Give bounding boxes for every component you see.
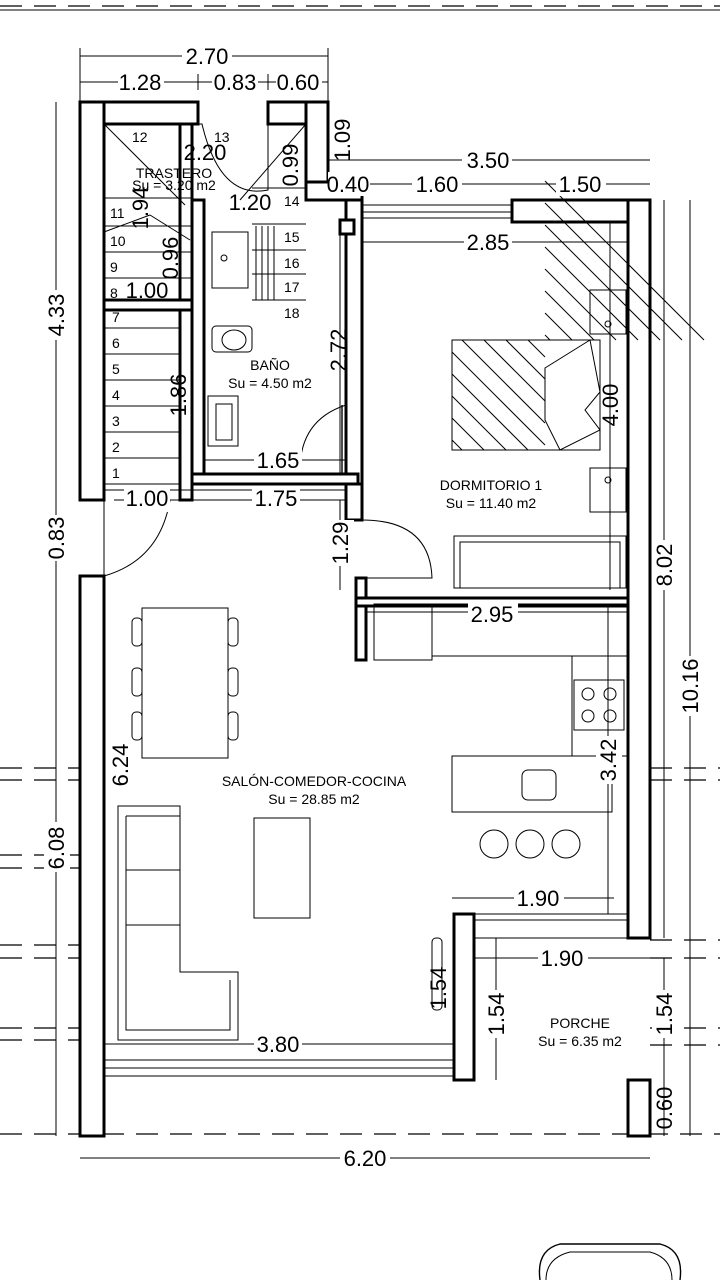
- bathroom-fixtures: [207, 231, 253, 447]
- room-area-porche: Su = 6.35 m2: [538, 1033, 622, 1049]
- sink-icon: [207, 395, 239, 447]
- dim-stair-b: 0.96: [158, 237, 183, 280]
- dim-right-total: 3.50: [467, 148, 510, 173]
- stair-step-number: 14: [284, 193, 300, 209]
- dim-top-b: 0.83: [214, 70, 257, 95]
- dim-right-a: 0.40: [327, 172, 370, 197]
- room-name-porche: PORCHE: [550, 1015, 610, 1031]
- room-name-trastero: TRASTERO: [136, 165, 212, 181]
- room-labels: TRASTERO Su = 3.20 m2 BAÑO Su = 4.50 m2 …: [132, 165, 622, 1049]
- stair-step-number: 13: [214, 129, 230, 145]
- walls: [78, 100, 652, 1138]
- dim-left-top: 4.33: [44, 294, 69, 337]
- dim-door-hall: 1.29: [328, 522, 353, 565]
- room-name-bano: BAÑO: [250, 357, 290, 373]
- stool-icon: [551, 829, 581, 859]
- room-name-dormitorio: DORMITORIO 1: [440, 477, 543, 493]
- room-name-salon: SALÓN-COMEDOR-COCINA: [222, 773, 407, 789]
- dim-pillar: 0.60: [652, 1087, 677, 1130]
- stair-step-number: 12: [132, 129, 148, 145]
- dim-living-width: 3.80: [257, 1032, 300, 1057]
- stair-step-number: 9: [110, 259, 118, 275]
- car-icon: [538, 1243, 682, 1280]
- dimension-labels: 2.70 1.28 0.83 0.60 2.20 0.99 1.09 3.50 …: [44, 42, 704, 1172]
- dim-porch-a: 1.90: [517, 886, 560, 911]
- dim-stair-c: 1.00: [126, 278, 169, 303]
- dim-right-b: 1.60: [416, 172, 459, 197]
- windows: [104, 204, 628, 1077]
- stair-step-number: 11: [110, 205, 125, 221]
- shower-tray: [211, 231, 249, 289]
- bed-icon: [451, 180, 705, 589]
- stair-step-number: 10: [110, 233, 126, 249]
- dim-trastero-width: 2.20: [184, 140, 227, 165]
- dim-right-total-v: 10.16: [678, 658, 703, 713]
- stair-step-number: 4: [112, 387, 120, 403]
- dim-right-top-small: 1.09: [330, 119, 355, 162]
- dim-hall-a: 1.00: [126, 486, 169, 511]
- dim-stair-a: 1.94: [128, 187, 153, 230]
- dim-bath-width: 1.65: [257, 448, 300, 473]
- room-area-salon: Su = 28.85 m2: [268, 791, 360, 807]
- stove-icon: [573, 679, 625, 731]
- dim-bath-height: 2.72: [326, 329, 351, 372]
- stair-step-number: 1: [112, 465, 120, 481]
- dim-living-height: 6.24: [108, 744, 133, 787]
- stair-step-number: 2: [112, 439, 120, 455]
- dim-landing: 1.20: [229, 190, 272, 215]
- dim-top-c: 0.60: [277, 70, 320, 95]
- stair-step-number: 15: [284, 229, 300, 245]
- stool-icon: [515, 829, 545, 859]
- stair-step-number: 6: [112, 335, 120, 351]
- dim-left-bottom: 6.08: [44, 827, 69, 870]
- stair-step-number: 3: [112, 413, 120, 429]
- dim-porch-b: 1.90: [541, 946, 584, 971]
- dim-bed-height: 4.00: [598, 384, 623, 427]
- dim-porch-h2: 1.54: [484, 993, 509, 1036]
- stair-step-number: 7: [112, 309, 120, 325]
- dim-top-a: 1.28: [119, 70, 162, 95]
- stair-step-number: 8: [110, 285, 118, 301]
- dim-hall-b: 1.75: [255, 486, 298, 511]
- dim-bottom-total: 6.20: [344, 1146, 387, 1171]
- sofa: [117, 805, 239, 1041]
- room-area-trastero: Su = 3.20 m2: [132, 177, 216, 193]
- stool-icon: [479, 829, 509, 859]
- stair-step-number: 16: [284, 255, 300, 271]
- axis-lines: [0, 767, 720, 1135]
- room-area-dormitorio: Su = 11.40 m2: [446, 495, 537, 511]
- dim-right-mid: 8.02: [652, 544, 677, 587]
- stair-step-number: 18: [284, 305, 300, 321]
- dim-kitchen-height: 3.42: [596, 739, 621, 782]
- dim-porch-h1: 1.54: [426, 967, 451, 1010]
- stair-step-number: 5: [112, 361, 120, 377]
- stair-step-number: 17: [284, 279, 300, 295]
- kitchen-fixtures: [373, 603, 629, 859]
- sink-icon: [521, 769, 557, 801]
- dim-porch-h3: 1.54: [652, 993, 677, 1036]
- dim-bed-width: 2.85: [467, 230, 510, 255]
- living-furniture: [117, 607, 443, 1041]
- dim-top-total: 2.70: [186, 44, 229, 69]
- toilet-icon: [211, 325, 253, 353]
- dim-left-gap: 0.83: [44, 517, 69, 560]
- coffee-table: [253, 817, 311, 919]
- dim-trastero-door: 0.99: [278, 144, 303, 187]
- dim-kitchen-width: 2.95: [471, 602, 514, 627]
- dim-right-c: 1.50: [559, 172, 602, 197]
- dining-table: [141, 607, 229, 759]
- dim-stair-d: 1.86: [166, 374, 191, 417]
- room-area-bano: Su = 4.50 m2: [228, 375, 312, 391]
